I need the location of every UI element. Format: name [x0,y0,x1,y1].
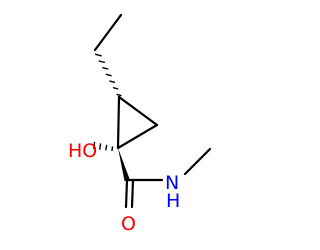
ethyl-ch3-bond [93,13,123,52]
carbonyl-wedge-bond [118,148,130,182]
carbonyl-double-bond-inner [130,178,135,209]
n-methyl-bond [183,147,212,176]
hydroxyl-label: HO [68,140,97,162]
ethyl-hashed-wedge-bond [94,53,122,97]
carbonyl-double-bond-outer [124,178,129,209]
hydroxyl-hashed-bond [93,141,114,152]
amide-hydrogen-label: H [166,190,180,212]
ring-bond-c2-c3 [117,95,159,127]
structure-diagram: HO N H O [68,13,212,235]
carbonyl-oxygen-label: O [121,213,136,235]
ring-bond-c3-c1 [116,123,159,150]
molecule-canvas: HO N H O [68,13,212,235]
ring-bond-c2-c1 [116,95,121,150]
amide-nitrogen-label: N [165,172,179,194]
